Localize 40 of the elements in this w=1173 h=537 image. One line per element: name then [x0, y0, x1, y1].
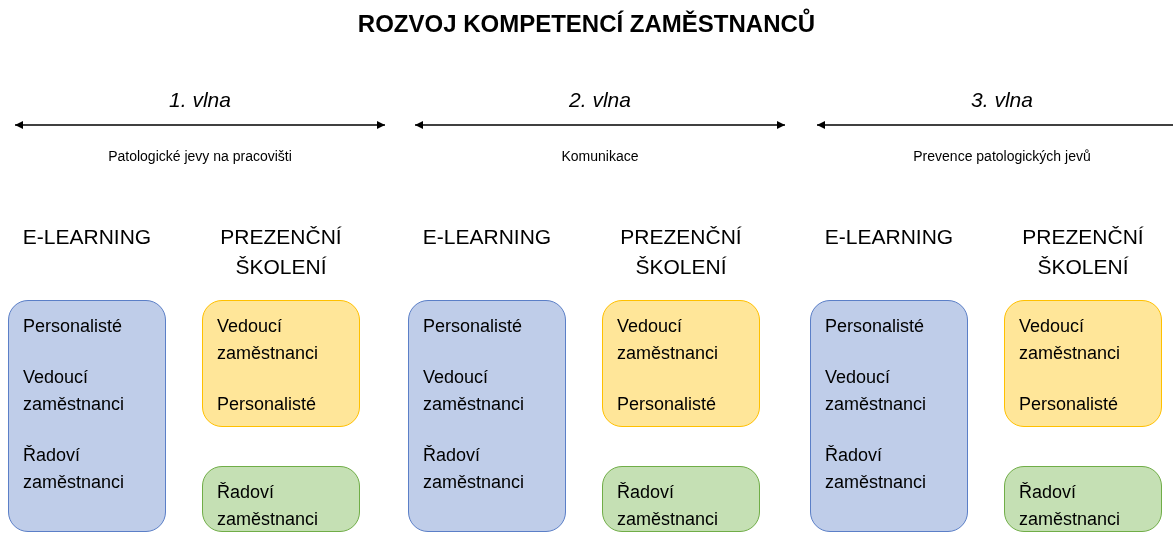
role-box: [602, 300, 760, 427]
column-heading: PREZENČNÍ ŠKOLENÍ: [219, 224, 343, 280]
role-box: [408, 300, 566, 532]
role-label: Personalisté: [217, 393, 318, 416]
wave-label: 1. vlna: [168, 88, 232, 112]
role-box: [602, 466, 760, 532]
role-label: Vedoucí zaměstnanci: [617, 315, 720, 365]
role-label: Personalisté: [825, 315, 926, 338]
topic-label: Patologické jevy na pracovišti: [107, 148, 293, 164]
role-box: [202, 466, 360, 532]
topic-label: Prevence patologických jevů: [912, 148, 1092, 164]
role-label: Vedoucí zaměstnanci: [825, 366, 928, 416]
column-heading: E-LEARNING: [823, 224, 955, 250]
role-label: Personalisté: [23, 315, 124, 338]
role-label: Řadoví zaměstnanci: [423, 444, 526, 494]
column-heading: E-LEARNING: [421, 224, 553, 250]
role-label: Vedoucí zaměstnanci: [423, 366, 526, 416]
column-heading: PREZENČNÍ ŠKOLENÍ: [619, 224, 743, 280]
role-label: Řadoví zaměstnanci: [217, 481, 320, 531]
role-label: Řadoví zaměstnanci: [825, 444, 928, 494]
role-label: Vedoucí zaměstnanci: [23, 366, 126, 416]
role-label: Řadoví zaměstnanci: [617, 481, 720, 531]
role-label: Personalisté: [617, 393, 718, 416]
role-box: [8, 300, 166, 532]
role-box: [1004, 300, 1162, 427]
role-label: Vedoucí zaměstnanci: [1019, 315, 1122, 365]
role-box: [202, 300, 360, 427]
role-label: Řadoví zaměstnanci: [23, 444, 126, 494]
wave-label: 3. vlna: [970, 88, 1034, 112]
wave-label: 2. vlna: [568, 88, 632, 112]
role-box: [1004, 466, 1162, 532]
role-box: [810, 300, 968, 532]
title: ROZVOJ KOMPETENCÍ ZAMĚSTNANCŮ: [356, 10, 817, 38]
role-label: Personalisté: [423, 315, 524, 338]
role-label: Řadoví zaměstnanci: [1019, 481, 1122, 531]
column-heading: E-LEARNING: [21, 224, 153, 250]
topic-label: Komunikace: [560, 148, 640, 164]
role-label: Personalisté: [1019, 393, 1120, 416]
role-label: Vedoucí zaměstnanci: [217, 315, 320, 365]
column-heading: PREZENČNÍ ŠKOLENÍ: [1021, 224, 1145, 280]
